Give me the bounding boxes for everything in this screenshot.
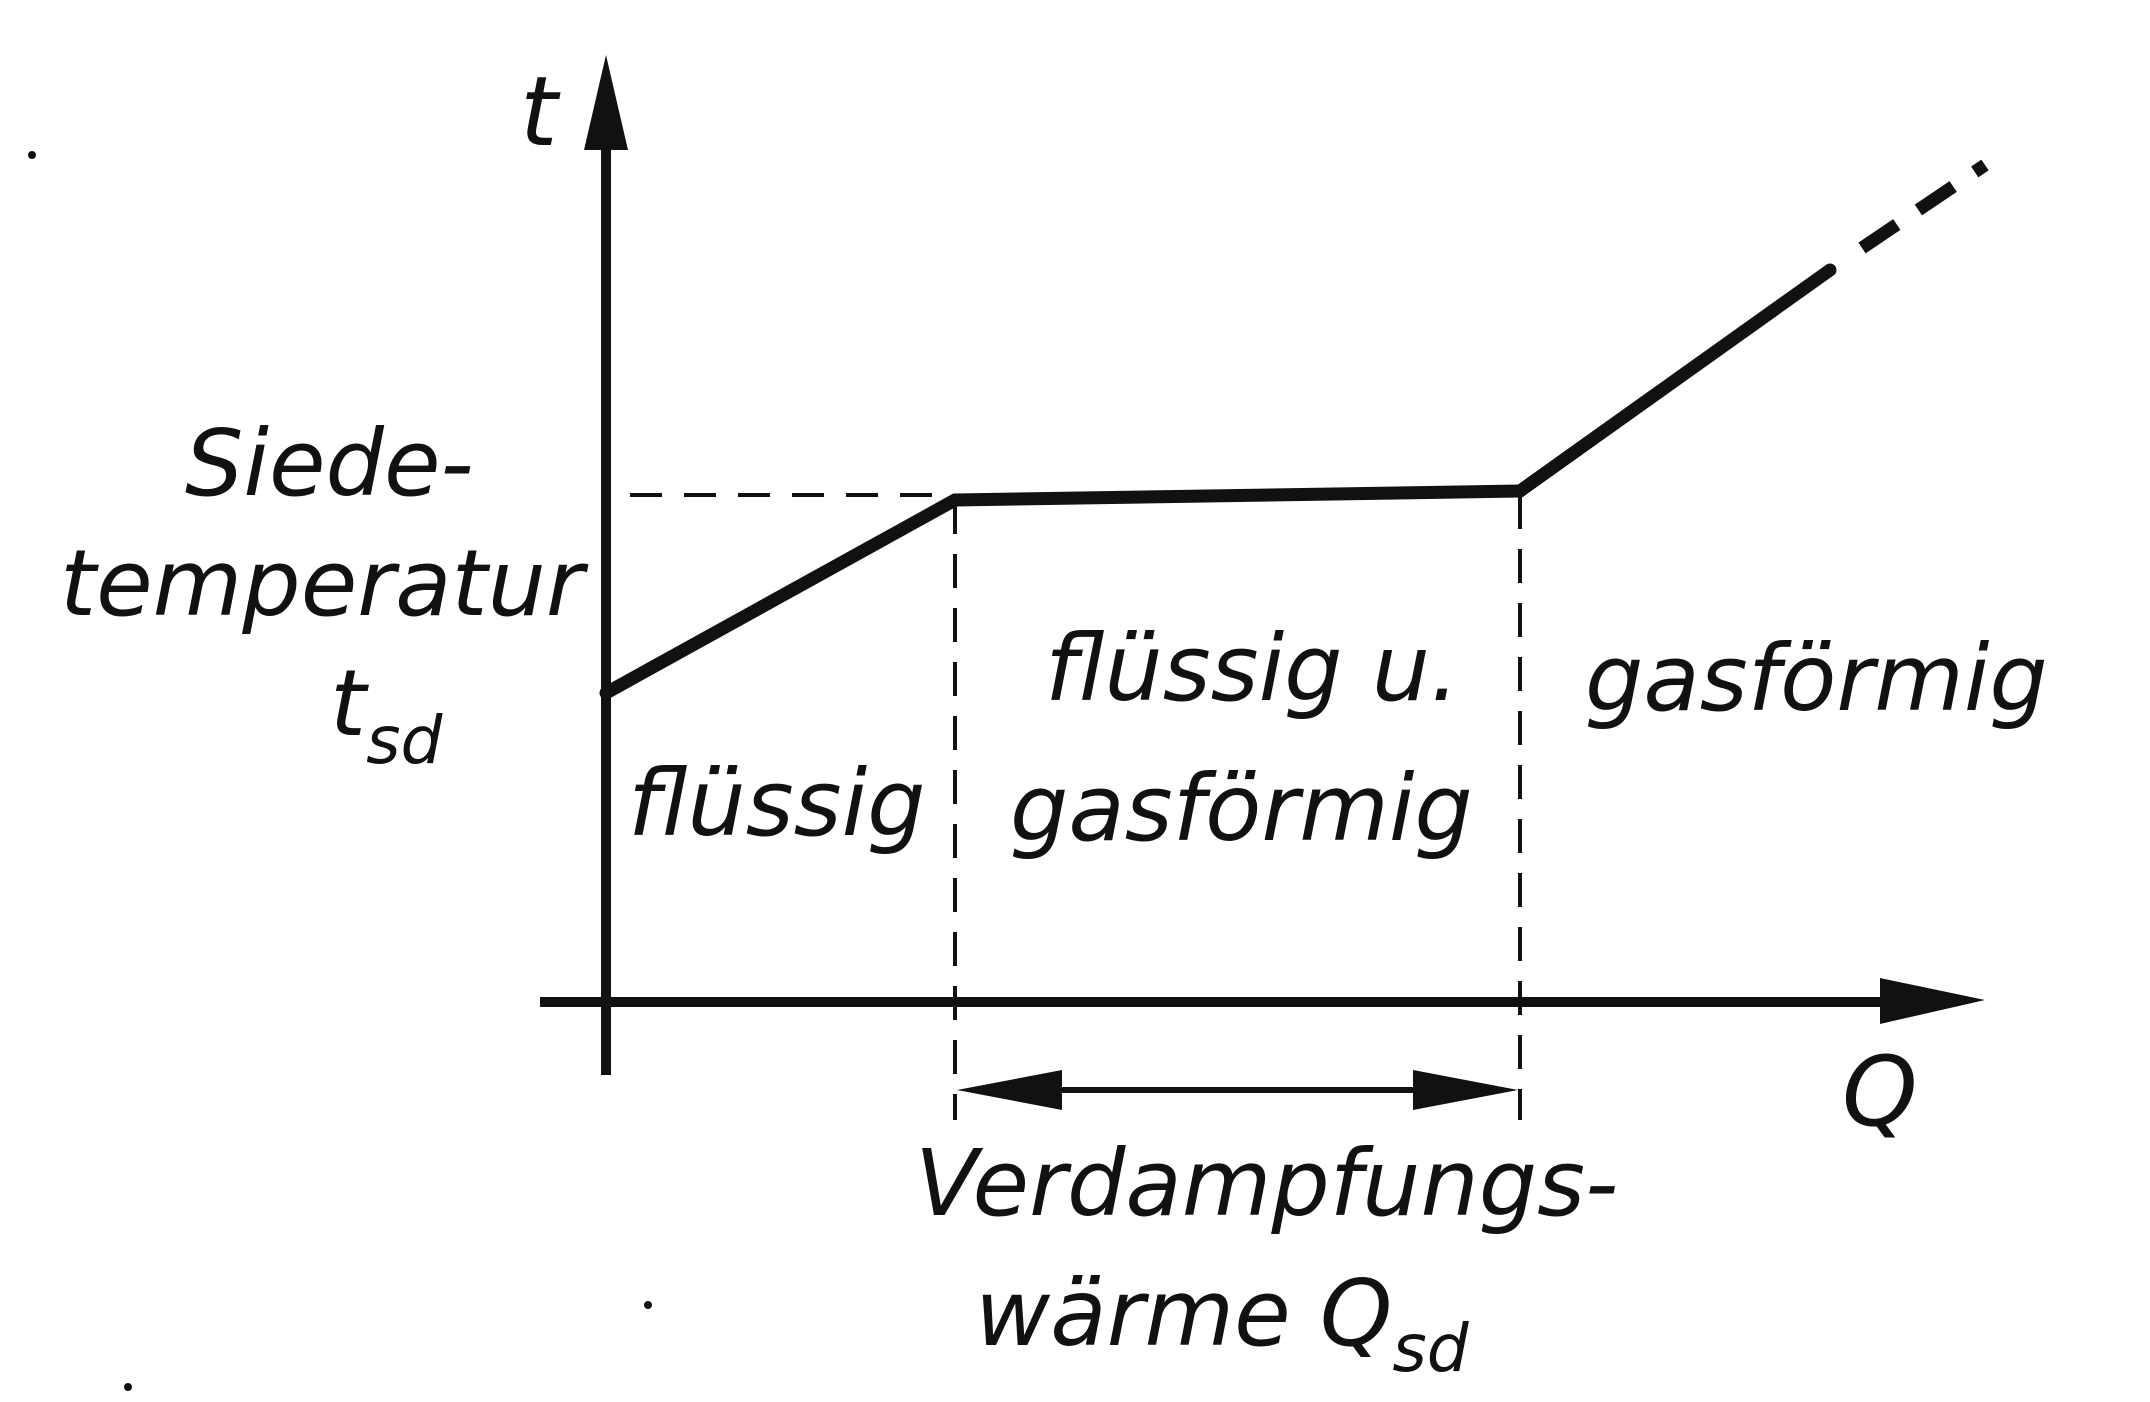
region-mixed-label-line1: flüssig u. bbox=[1045, 615, 1459, 722]
region-gas-label: gasförmig bbox=[1585, 625, 2048, 732]
region-mixed-label-line2: gasförmig bbox=[1010, 755, 1473, 862]
x-axis-arrowhead bbox=[1880, 978, 1985, 1024]
region-liquid-label: flüssig bbox=[628, 750, 926, 857]
curve-gas-extension-dashed bbox=[1858, 159, 1989, 254]
boiling-temperature-label-line2: temperatur bbox=[60, 530, 589, 637]
curve-gas-segment bbox=[1513, 263, 1837, 498]
y-axis-label: t bbox=[520, 56, 561, 168]
vaporization-heat-label-line2: wärme Qsd bbox=[975, 1260, 1470, 1387]
vaporization-heat-subscript: sd bbox=[1392, 1310, 1469, 1387]
y-axis-arrowhead bbox=[584, 55, 628, 150]
vaporization-heat-arrowhead-right bbox=[1413, 1070, 1518, 1110]
curve-boiling-plateau bbox=[948, 484, 1527, 507]
vaporization-heat-arrowhead-left bbox=[957, 1070, 1062, 1110]
boiling-temperature-label-line1: Siede- bbox=[185, 410, 474, 517]
boiling-temperature-symbol: tsd bbox=[330, 650, 443, 779]
boiling-symbol-subscript: sd bbox=[366, 702, 443, 779]
curve-liquid-segment bbox=[599, 493, 962, 700]
vaporization-heat-label-line1: Verdampfungs- bbox=[915, 1130, 1618, 1237]
vaporization-heat-text: wärme Q bbox=[975, 1260, 1392, 1367]
scan-speck bbox=[124, 1383, 132, 1391]
x-axis-label: Q bbox=[1842, 1036, 1918, 1148]
boiling-symbol-t: t bbox=[330, 650, 369, 757]
scan-speck bbox=[644, 1301, 652, 1309]
scan-speck bbox=[28, 151, 36, 159]
